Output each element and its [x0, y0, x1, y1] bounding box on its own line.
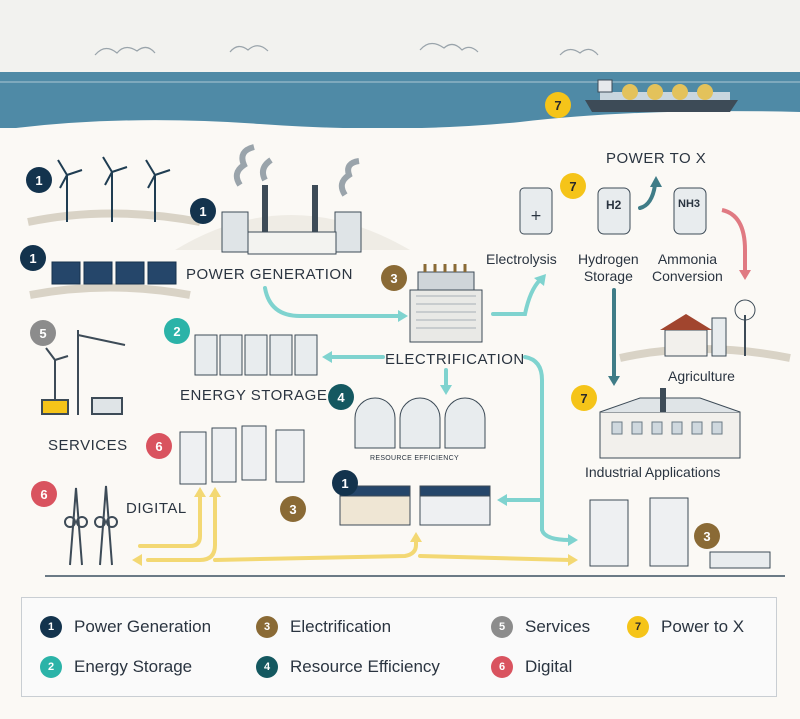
industrial-buildings-icon: [599, 388, 741, 459]
resource-efficiency-icon: [354, 397, 486, 449]
legend-label: Services: [525, 617, 591, 636]
badge-services: 5: [30, 320, 56, 346]
digital-label: DIGITAL: [126, 500, 187, 517]
farm-icon: [619, 299, 791, 362]
wind-turbines-icon: [27, 156, 201, 226]
power-to-x-flows: [612, 183, 657, 380]
legend-badge: 1: [40, 616, 62, 638]
services-construction-icon: [41, 330, 126, 415]
electrolysis-device-icon: +: [519, 187, 553, 235]
power-plant-icon: [175, 144, 410, 255]
legend-item-electrification: 3 Electrification: [256, 616, 391, 638]
battery-storage-icon: [194, 334, 318, 376]
nh3-tank-label: NH3: [678, 198, 701, 210]
power-to-x-label: POWER TO X: [606, 150, 707, 167]
power-to-x-arrowheads: [608, 176, 662, 386]
hydrogen-storage-label: Hydrogen Storage: [578, 251, 639, 284]
legend-badge: 3: [256, 616, 278, 638]
legend-item-services: 5 Services: [491, 616, 590, 638]
ammonia-conversion-label: Ammonia Conversion: [652, 251, 723, 284]
clouds: [94, 42, 599, 56]
resource-efficiency-label: RESOURCE EFFICIENCY: [370, 455, 459, 462]
legend-badge: 6: [491, 656, 513, 678]
ammonia-tank-icon: [673, 187, 707, 235]
legend-badge: 2: [40, 656, 62, 678]
badge-solar: 1: [20, 245, 46, 271]
energy-storage-label: ENERGY STORAGE: [180, 387, 328, 404]
sky: [0, 0, 800, 75]
badge-city: 3: [694, 523, 720, 549]
telecom-towers-icon: [64, 485, 118, 566]
legend-item-power-generation: 1 Power Generation: [40, 616, 211, 638]
power-generation-label: POWER GENERATION: [186, 266, 353, 283]
digital-flows: [138, 493, 572, 562]
legend-label: Power to X: [661, 617, 745, 636]
digital-arrowheads: [132, 487, 578, 566]
badge-electrification-bottom: 3: [280, 496, 306, 522]
legend-label: Energy Storage: [74, 657, 193, 676]
badge-digital-servers: 6: [146, 433, 172, 459]
transformer-station-icon: [409, 264, 483, 343]
legend-label: Digital: [525, 657, 573, 676]
legend-badge: 4: [256, 656, 278, 678]
legend-badge: 5: [491, 616, 513, 638]
legend-item-power-to-x: 7 Power to X: [627, 616, 744, 638]
badge-industry: 7: [571, 385, 597, 411]
services-label: SERVICES: [48, 437, 128, 454]
legend-item-resource-efficiency: 4 Resource Efficiency: [256, 656, 440, 678]
legend-item-digital: 6 Digital: [491, 656, 572, 678]
legend-item-energy-storage: 2 Energy Storage: [40, 656, 192, 678]
badge-digital-towers: 6: [31, 481, 57, 507]
hydrogen-tank-icon: [597, 187, 631, 235]
legend-badge: 7: [627, 616, 649, 638]
badge-electrification-top: 3: [381, 265, 407, 291]
energy-system-illustration: +: [0, 0, 800, 577]
solar-panels-icon: [29, 261, 191, 299]
electrolysis-label: Electrolysis: [486, 251, 557, 267]
badge-houses: 1: [332, 470, 358, 496]
houses-with-solar-icon: [339, 485, 491, 526]
h2-tank-label: H2: [606, 198, 622, 212]
city-buildings-icon: [589, 497, 771, 569]
server-racks-icon: [179, 425, 305, 485]
legend: 1 Power Generation 3 Electrification 5 S…: [21, 597, 777, 697]
badge-storage: 2: [164, 318, 190, 344]
badge-power-to-x: 7: [560, 173, 586, 199]
industrial-applications-label: Industrial Applications: [585, 464, 721, 480]
electrification-label: ELECTRIFICATION: [385, 351, 525, 368]
badge-ship: 7: [545, 92, 571, 118]
badge-coal: 1: [190, 198, 216, 224]
legend-label: Resource Efficiency: [290, 657, 440, 676]
ammonia-to-agriculture-flow: [721, 208, 747, 272]
agriculture-label: Agriculture: [668, 368, 735, 384]
lng-ship-icon: [585, 79, 738, 112]
badge-efficiency: 4: [328, 384, 354, 410]
electrification-arrowheads: [322, 274, 578, 546]
badge-wind: 1: [26, 167, 52, 193]
scene-drawing: +: [0, 0, 800, 577]
legend-label: Power Generation: [74, 617, 212, 636]
ammonia-arrowhead: [739, 270, 751, 280]
svg-text:+: +: [530, 208, 542, 224]
legend-label: Electrification: [290, 617, 392, 636]
